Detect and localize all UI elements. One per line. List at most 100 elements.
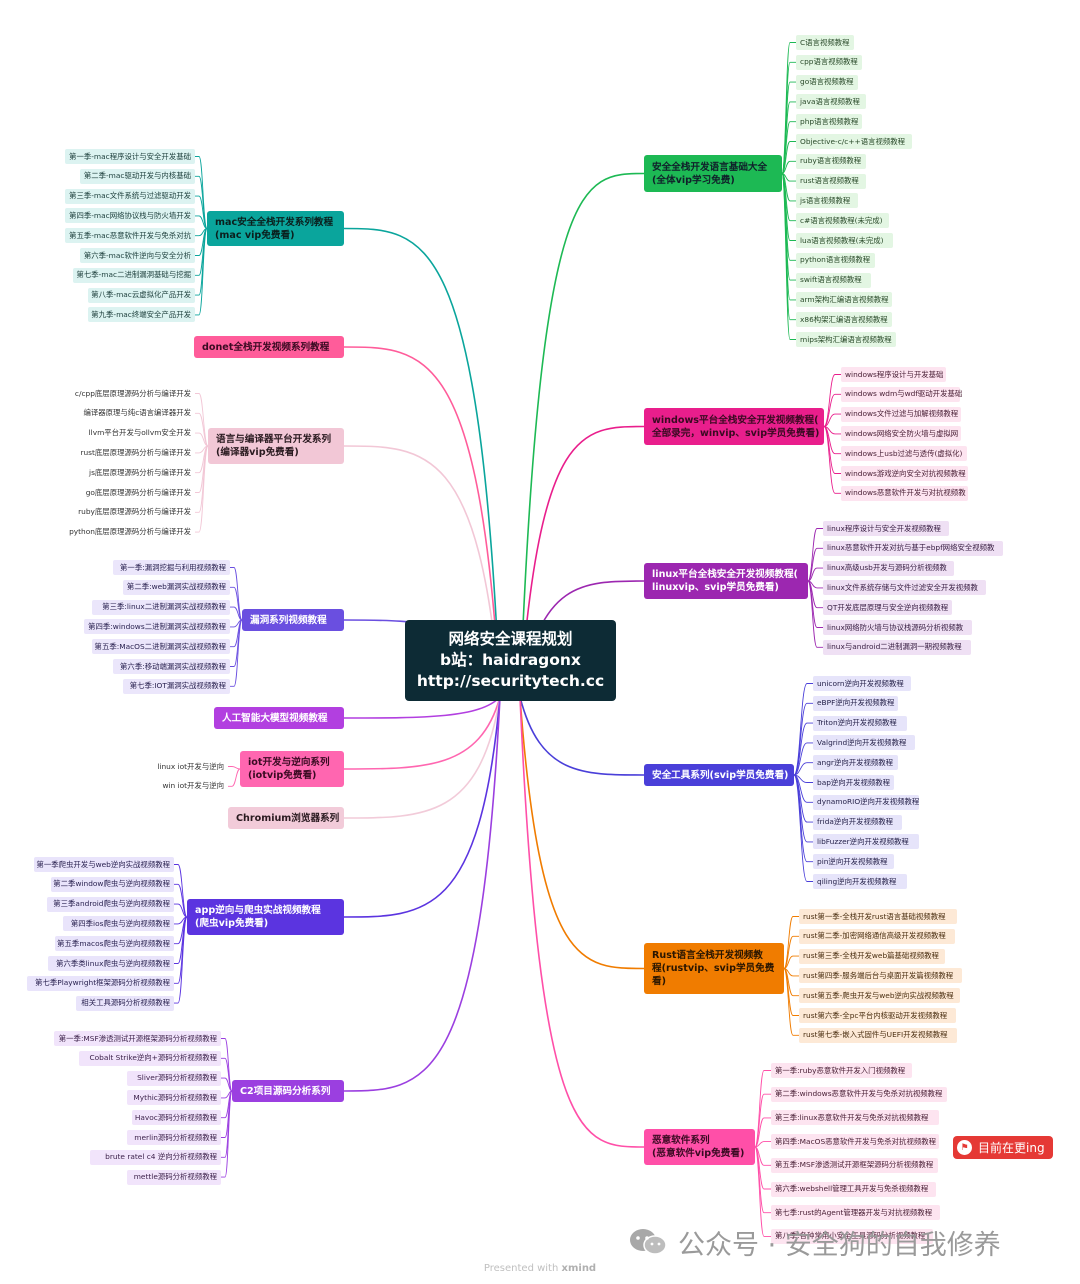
leaf-item[interactable]: rust第一季-全栈开发rust语言基础视频教程 xyxy=(799,909,957,924)
leaf-item[interactable]: 第五季-mac恶意软件开发与免杀对抗 xyxy=(65,228,195,244)
leaf-item[interactable]: 第三季-mac文件系统与过滤驱动开发 xyxy=(65,188,195,204)
leaf-item[interactable]: rust第三季-全栈开发web篇基础视频教程 xyxy=(799,948,945,964)
leaf-item[interactable]: 第一季:漏洞挖掘与利用视频教程 xyxy=(113,560,230,575)
leaf-item[interactable]: 第二季-mac驱动开发与内核基础 xyxy=(80,168,195,184)
branch-chromium[interactable]: Chromium浏览器系列 xyxy=(228,807,344,829)
leaf-item[interactable]: windows上usb过滤与透传(虚拟化) xyxy=(841,446,967,462)
leaf-item[interactable]: windows恶意软件开发与对抗视频教 xyxy=(841,485,968,501)
leaf-item[interactable]: 第六季-mac软件逆向与安全分析 xyxy=(80,248,195,263)
leaf-item[interactable]: rust语言视频教程 xyxy=(796,173,866,189)
leaf-item[interactable]: 第五季:MSF渗透测试开源框架源码分析视频教程 xyxy=(771,1157,938,1173)
leaf-item[interactable]: 编译器原理与纯c语言编译器开发 xyxy=(83,408,191,418)
leaf-item[interactable]: 第一季爬虫开发与web逆向实战视频教程 xyxy=(34,857,174,872)
branch-app[interactable]: app逆向与爬虫实战视频教程(爬虫vip免费看) xyxy=(187,899,344,935)
leaf-item[interactable]: 第七季:rust的Agent管理器开发与对抗视频教程 xyxy=(771,1205,940,1221)
leaf-item[interactable]: windows程序设计与开发基础 xyxy=(841,367,946,382)
leaf-item[interactable]: Mythic源码分析视频教程 xyxy=(127,1090,221,1106)
leaf-item[interactable]: windows文件过滤与加解视频教程 xyxy=(841,406,961,422)
leaf-item[interactable]: Havoc源码分析视频教程 xyxy=(132,1110,221,1126)
leaf-item[interactable]: 第四季ios爬虫与逆向视频教程 xyxy=(63,916,174,932)
leaf-item[interactable]: 第四季:windows二进制漏洞实战视频教程 xyxy=(84,619,230,635)
branch-compiler[interactable]: 语言与编译器平台开发系列(编译器vip免费看) xyxy=(208,428,344,464)
branch-linux[interactable]: linux平台全栈安全开发视频教程(linuxvip、svip学员免费看) xyxy=(644,563,808,599)
leaf-item[interactable]: Valgrind逆向开发视频教程 xyxy=(813,735,915,751)
leaf-item[interactable]: merlin源码分析视频教程 xyxy=(127,1130,221,1145)
leaf-item[interactable]: mettle源码分析视频教程 xyxy=(127,1169,221,1185)
leaf-item[interactable]: frida逆向开发视频教程 xyxy=(813,814,902,830)
leaf-item[interactable]: rust第二季-加密网络通信高级开发视频教程 xyxy=(799,928,955,944)
leaf-item[interactable]: ruby底层原理源码分析与编译开发 xyxy=(78,507,191,517)
leaf-item[interactable]: 第五季macos爬虫与逆向视频教程 xyxy=(55,936,174,952)
leaf-item[interactable]: 第五季:MacOS二进制漏洞实战视频教程 xyxy=(92,639,230,655)
leaf-item[interactable]: python底层原理源码分析与编译开发 xyxy=(69,527,191,537)
leaf-item[interactable]: rust第五季-爬虫开发与web逆向实战视频教程 xyxy=(799,988,960,1004)
leaf-item[interactable]: 第四季-mac网络协议栈与防火墙开发 xyxy=(65,208,195,224)
leaf-item[interactable]: go语言视频教程 xyxy=(796,74,858,90)
branch-iot[interactable]: iot开发与逆向系列(iotvip免费看) xyxy=(240,751,344,787)
leaf-item[interactable]: qiling逆向开发视频教程 xyxy=(813,874,907,889)
leaf-item[interactable]: rust第四季-服务端后台与桌面开发篇视频教程 xyxy=(799,968,962,984)
leaf-item[interactable]: angr逆向开发视频教程 xyxy=(813,755,898,771)
leaf-item[interactable]: rust底层原理源码分析与编译开发 xyxy=(80,447,191,457)
leaf-item[interactable]: 第八季:各种常用小安全工具源码分析视频教程 xyxy=(771,1228,933,1244)
leaf-item[interactable]: lua语言视频教程(未完成) xyxy=(796,233,893,248)
leaf-item[interactable]: php语言视频教程 xyxy=(796,114,862,130)
leaf-item[interactable]: linux程序设计与安全开发视频教程 xyxy=(823,521,949,536)
leaf-item[interactable]: Triton逆向开发视频教程 xyxy=(813,715,907,731)
branch-windows[interactable]: windows平台全栈安全开发视频教程(全部录完，winvip、svip学员免费… xyxy=(644,408,824,445)
leaf-item[interactable]: cpp语言视频教程 xyxy=(796,54,862,70)
leaf-item[interactable]: Objective-c/c++语言视频教程 xyxy=(796,134,912,149)
leaf-item[interactable]: linux iot开发与逆向 xyxy=(157,761,224,771)
branch-rust[interactable]: Rust语言全栈开发视频教程(rustvip、svip学员免费看) xyxy=(644,943,784,994)
leaf-item[interactable]: windows wdm与wdf驱动开发基础 xyxy=(841,386,962,402)
leaf-item[interactable]: Cobalt Strike逆向+源码分析视频教程 xyxy=(79,1050,221,1066)
leaf-item[interactable]: C语言视频教程 xyxy=(796,35,854,50)
leaf-item[interactable]: c#语言视频教程(未完成) xyxy=(796,213,889,229)
leaf-item[interactable]: swift语言视频教程 xyxy=(796,272,871,288)
leaf-item[interactable]: js语言视频教程 xyxy=(796,193,858,209)
branch-ai[interactable]: 人工智能大模型视频教程 xyxy=(214,707,344,729)
leaf-item[interactable]: 第四季:MacOS恶意软件开发与免杀对抗视频教程 xyxy=(771,1134,939,1150)
leaf-item[interactable]: rust第六季-全pc平台内核驱动开发视频教程 xyxy=(799,1008,956,1023)
leaf-item[interactable]: python语言视频教程 xyxy=(796,252,875,268)
leaf-item[interactable]: mips架构汇编语言视频教程 xyxy=(796,332,896,347)
leaf-item[interactable]: linux高级usb开发与源码分析视频教 xyxy=(823,560,954,576)
leaf-item[interactable]: 第二季:windows恶意软件开发与免杀对抗视频教程 xyxy=(771,1086,947,1102)
leaf-item[interactable]: QT开发底层原理与安全逆向视频教程 xyxy=(823,600,952,616)
branch-donet[interactable]: donet全栈开发视频系列教程 xyxy=(194,336,344,358)
leaf-item[interactable]: 相关工具源码分析视频教程 xyxy=(76,995,174,1011)
branch-malware[interactable]: 恶意软件系列(恶意软件vip免费看) xyxy=(644,1129,755,1165)
leaf-item[interactable]: linux与android二进制漏洞一期视频教程 xyxy=(823,639,971,655)
leaf-item[interactable]: 第一季:MSF渗透测试开源框架源码分析视频教程 xyxy=(54,1031,221,1046)
leaf-item[interactable]: rust第七季-嵌入式固件与UEFI开发视频教程 xyxy=(799,1027,957,1043)
leaf-item[interactable]: 第七季-mac二进制漏洞基础与挖掘 xyxy=(73,267,195,283)
leaf-item[interactable]: brute ratel c4 逆向分析视频教程 xyxy=(90,1149,221,1165)
leaf-item[interactable]: go底层原理源码分析与编译开发 xyxy=(85,487,191,497)
leaf-item[interactable]: ruby语言视频教程 xyxy=(796,153,866,169)
leaf-item[interactable]: linux文件系统存储与文件过滤安全开发视频教 xyxy=(823,580,986,596)
leaf-item[interactable]: llvm平台开发与ollvm安全开发 xyxy=(88,428,191,438)
leaf-item[interactable]: unicorn逆向开发视频教程 xyxy=(813,676,911,691)
branch-tools[interactable]: 安全工具系列(svip学员免费看) xyxy=(644,764,794,786)
branch-lang[interactable]: 安全全栈开发语言基础大全(全体vip学习免费) xyxy=(644,155,782,192)
leaf-item[interactable]: 第六季类linux爬虫与逆向视频教程 xyxy=(48,956,174,971)
leaf-item[interactable]: 第八季-mac云虚拟化产品开发 xyxy=(88,287,195,303)
branch-vuln[interactable]: 漏洞系列视频教程 xyxy=(242,609,344,631)
branch-mac[interactable]: mac安全全栈开发系列教程(mac vip免费看) xyxy=(207,211,344,246)
leaf-item[interactable]: 第三季:linux恶意软件开发与免杀对抗视频教程 xyxy=(771,1110,939,1126)
leaf-item[interactable]: 第七季:IOT漏洞实战视频教程 xyxy=(123,678,230,694)
leaf-item[interactable]: windows游戏逆向安全对抗视频教程 xyxy=(841,466,968,481)
leaf-item[interactable]: 第一季:ruby恶意软件开发入门视频教程 xyxy=(771,1063,912,1078)
leaf-item[interactable]: windows网络安全防火墙与虚拟网 xyxy=(841,426,961,442)
leaf-item[interactable]: linux网络防火墙与协议栈源码分析视频教 xyxy=(823,620,972,635)
leaf-item[interactable]: 第二季:web漏洞实战视频教程 xyxy=(123,579,230,595)
leaf-item[interactable]: Sliver源码分析视频教程 xyxy=(127,1070,221,1086)
leaf-item[interactable]: 第二季window爬虫与逆向视频教程 xyxy=(51,876,174,892)
leaf-item[interactable]: java语言视频教程 xyxy=(796,94,866,110)
leaf-item[interactable]: js底层原理源码分析与编译开发 xyxy=(89,467,191,477)
leaf-item[interactable]: 第一季-mac程序设计与安全开发基础 xyxy=(65,149,195,164)
leaf-item[interactable]: c/cpp底层原理源码分析与编译开发 xyxy=(74,388,191,398)
leaf-item[interactable]: win iot开发与逆向 xyxy=(162,781,224,791)
leaf-item[interactable]: eBPF逆向开发视频教程 xyxy=(813,695,898,711)
leaf-item[interactable]: 第六季:移动端漏洞实战视频教程 xyxy=(113,659,230,674)
